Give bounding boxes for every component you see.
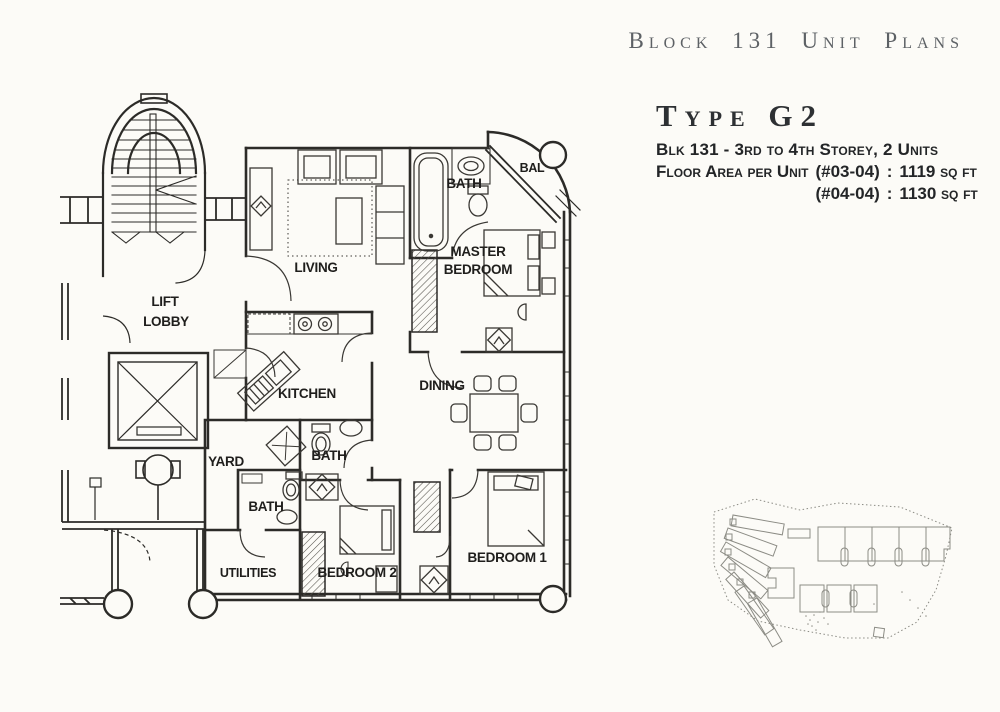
unit-type-heading: Type G2 xyxy=(656,98,825,133)
room-label-bedroom-one: BEDROOM 1 xyxy=(467,550,547,565)
stack-number-1: (#03-04) xyxy=(815,162,880,182)
room-label-lift-line1: LIFT xyxy=(151,294,179,309)
kitchen-fixtures xyxy=(213,313,372,412)
room-label-kitchen: KITCHEN xyxy=(278,386,336,401)
bath-two-fixtures xyxy=(241,471,303,525)
room-label-utilities: UTILITIES xyxy=(220,566,276,580)
site-row-blocks-top xyxy=(787,526,951,567)
room-label-master-line2: BEDROOM xyxy=(444,262,512,277)
stairwell xyxy=(101,93,207,284)
floor-area-value-2: 1130 sq ft xyxy=(899,184,978,204)
colon-2: : xyxy=(886,184,893,204)
window-ticks xyxy=(311,239,570,600)
bedroom-one-furniture xyxy=(487,471,545,547)
stack-number-2: (#04-04) xyxy=(815,184,880,204)
floor-area-label-spacer xyxy=(656,183,808,205)
hall-cabinet xyxy=(419,565,449,595)
site-row-blocks-middle xyxy=(767,567,878,613)
yard-court-walls xyxy=(60,521,205,605)
site-stipple xyxy=(805,591,927,631)
site-small-structure xyxy=(872,626,886,639)
unit-info-block: Type G2 Blk 131 - 3rd to 4th Storey, 2 U… xyxy=(656,98,986,205)
room-label-yard: YARD xyxy=(208,454,244,469)
cabinet-marker-master xyxy=(485,327,513,353)
dining-set xyxy=(450,375,538,451)
page-title: Block 131 Unit Plans xyxy=(628,28,964,53)
room-label-dining: DINING xyxy=(419,378,464,393)
site-fan-blocks xyxy=(719,514,785,648)
door-arcs xyxy=(239,221,489,558)
corridor-walls xyxy=(60,196,246,522)
colon-1: : xyxy=(886,162,893,182)
room-label-balcony: BAL xyxy=(520,161,545,175)
room-label-common-bath: BATH xyxy=(311,448,346,463)
unit-walls xyxy=(203,130,581,602)
common-bath-fixtures xyxy=(265,419,363,467)
master-bed xyxy=(483,229,556,353)
room-label-bedroom-two: BEDROOM 2 xyxy=(317,565,396,580)
floor-area-table: Floor Area per Unit (#03-04) : 1119 sq f… xyxy=(656,161,986,205)
site-key-plan xyxy=(713,498,953,648)
room-label-master-line1: MASTER xyxy=(450,244,506,259)
room-label-master-bath: BATH xyxy=(446,176,481,191)
living-furniture xyxy=(249,149,405,265)
lift-shaft xyxy=(107,351,210,450)
columns xyxy=(102,140,568,620)
floor-area-value-1: 1119 sq ft xyxy=(899,162,977,182)
wardrobes xyxy=(301,249,441,597)
cabinet-marker-bedroom2 xyxy=(305,473,339,501)
room-labels: LIFT LOBBY LIVING BATH BAL MASTER BEDROO… xyxy=(143,161,548,580)
room-label-lift-line2: LOBBY xyxy=(143,314,189,329)
room-label-bath-two: BATH xyxy=(248,499,283,514)
fountain-feature xyxy=(135,454,181,520)
bedroom-two-furniture xyxy=(305,473,398,593)
floor-area-label: Floor Area per Unit xyxy=(656,162,809,182)
room-label-living: LIVING xyxy=(294,260,337,275)
site-boundary xyxy=(713,498,953,639)
master-bath-fixtures xyxy=(413,147,491,252)
tv-console-marker xyxy=(250,195,272,217)
storey-line: Blk 131 - 3rd to 4th Storey, 2 Units xyxy=(656,140,939,159)
